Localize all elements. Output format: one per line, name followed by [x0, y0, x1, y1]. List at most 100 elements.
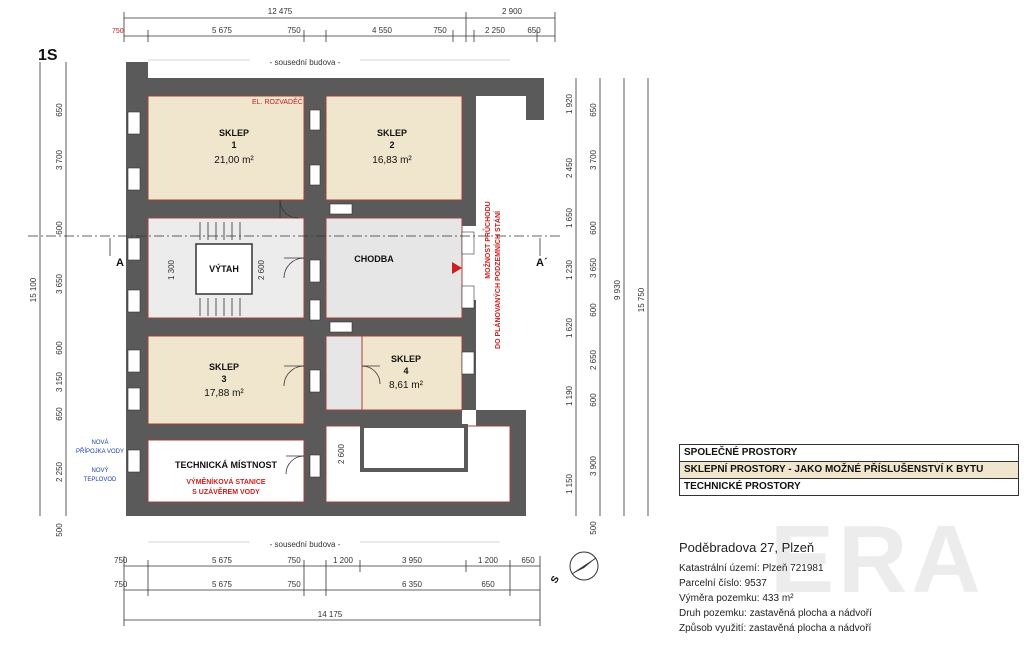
dim-bot2-4: 650: [481, 580, 495, 589]
dim-bot2-3: 6 350: [402, 580, 423, 589]
info-line: Výměra pozemku: 433 m²: [679, 593, 794, 604]
dimension-top: [123, 12, 556, 42]
dim-left-4: 600: [55, 341, 64, 355]
info-line: Parcelní číslo: 9537: [679, 578, 767, 589]
door-swings: [279, 199, 381, 475]
north-label: S: [549, 574, 562, 586]
legend-item-spolecne: SPOLEČNÉ PROSTORY: [680, 445, 1018, 462]
room-chodba: [325, 217, 463, 319]
neighbor-label-top: - sousední budova -: [270, 58, 341, 67]
info-line: Katastrální území: Plzeň 721981: [679, 563, 824, 574]
dim-right-7: 3 900: [589, 455, 598, 476]
dim-right-0: 650: [589, 103, 598, 117]
property-info: Poděbradova 27, Plzeň Katastrální území:…: [679, 540, 872, 636]
sklep2-num: 2: [389, 140, 394, 150]
info-line: Způsob využití: zastavěná plocha a nádvo…: [679, 623, 872, 634]
section-mark-right: A´: [536, 257, 548, 269]
sklep2-area: 16,83 m²: [372, 155, 412, 166]
neighbor-label-bottom: - sousední budova -: [270, 540, 341, 549]
room-sklep-3: [147, 335, 305, 425]
wall-openings: [127, 109, 475, 478]
dim-top-1: 5 675: [212, 26, 233, 35]
dim-bot2-1: 5 675: [212, 580, 233, 589]
floor-label: 1S: [38, 47, 58, 64]
dim-bot1-0: 750: [114, 556, 128, 565]
technicka-label: TECHNICKÁ MÍSTNOST: [175, 460, 277, 470]
dim-bot2-0: 750: [114, 580, 128, 589]
room-sklep-1: [147, 95, 305, 201]
vytah-label: VÝTAH: [209, 263, 239, 274]
dim-rb-5: 1 190: [565, 385, 574, 406]
dim-bot-total: 14 175: [318, 610, 343, 619]
stairs: [199, 222, 241, 316]
room-corridor-small: [325, 335, 363, 411]
dim-rb-6: 1 150: [565, 473, 574, 494]
sklep4-area: 8,61 m²: [389, 380, 424, 391]
dim-top-4: 750: [433, 26, 447, 35]
note-el-rozvadec: EL. ROZVADĚČ: [252, 97, 303, 106]
section-mark-left: A: [116, 257, 124, 269]
sklep2-name: SKLEP: [377, 128, 407, 138]
dim-bot1-4: 3 950: [402, 556, 423, 565]
dim-left-6: 650: [55, 407, 64, 421]
dim-left-2: 600: [55, 221, 64, 235]
dim-top-6: 650: [527, 26, 541, 35]
dim-int-3: 2 600: [337, 443, 346, 464]
chodba-label: CHODBA: [354, 254, 394, 264]
dim-rb-1: 2 450: [565, 157, 574, 178]
dim-rb-4: 1 620: [565, 317, 574, 338]
room-sklep-4: [361, 335, 463, 411]
dim-right-6: 600: [589, 393, 598, 407]
dim-rb-0: 1 920: [565, 93, 574, 114]
note-nova-2: PŘÍPOJKA VODY: [76, 447, 124, 455]
note-moznost-2: DO PLÁNOVANÝCH PODZEMNÍCH STÁNÍ: [493, 210, 502, 349]
dim-right-total: 15 750: [637, 287, 646, 312]
note-nova-1: NOVÁ: [91, 439, 108, 446]
dim-left-3: 3 650: [55, 273, 64, 294]
dim-top-3: 4 550: [372, 26, 393, 35]
dim-top-2: 750: [287, 26, 301, 35]
dim-left-7: 2 250: [55, 461, 64, 482]
room-sklep-2: [325, 95, 463, 201]
dim-right-1: 3 700: [589, 149, 598, 170]
dim-bot1-3: 1 200: [333, 556, 354, 565]
dim-left-1: 3 700: [55, 149, 64, 170]
address: Poděbradova 27, Plzeň: [679, 540, 815, 555]
sklep1-num: 1: [231, 140, 236, 150]
dim-top-total-left: 12 475: [268, 7, 293, 16]
inner-partition: [360, 424, 468, 472]
dim-bot1-2: 750: [287, 556, 301, 565]
dim-bot2-2: 750: [287, 580, 301, 589]
dim-right-8: 500: [589, 521, 598, 535]
legend-item-sklepni: SKLEPNÍ PROSTORY - JAKO MOŽNÉ PŘÍSLUŠENS…: [680, 462, 1018, 479]
sklep1-name: SKLEP: [219, 128, 249, 138]
dim-int-1: 1 300: [167, 259, 176, 280]
info-line: Druh pozemku: zastavěná plocha a nádvoří: [679, 608, 872, 619]
north-arrow-icon: [569, 551, 599, 581]
sklep4-name: SKLEP: [391, 354, 421, 364]
dim-top-total-right: 2 900: [502, 7, 523, 16]
dim-right-5: 2 650: [589, 349, 598, 370]
note-novy-1: NOVÝ: [91, 467, 108, 474]
dim-right-sub: 9 930: [613, 279, 622, 300]
dim-right-4: 600: [589, 303, 598, 317]
dim-int-2: 2 600: [257, 259, 266, 280]
note-vymenikova-2: S UZÁVĚREM VODY: [192, 487, 260, 496]
room-technical-east: [325, 425, 511, 503]
dim-left-0: 650: [55, 103, 64, 117]
room-technicka: [147, 439, 305, 503]
dim-top-5: 2 250: [485, 26, 506, 35]
dim-bot1-5: 1 200: [478, 556, 499, 565]
sklep3-area: 17,88 m²: [204, 388, 244, 399]
sklep4-num: 4: [403, 366, 408, 376]
arrow-red: [452, 262, 462, 274]
dim-rb-3: 1 230: [565, 259, 574, 280]
dim-bot1-6: 650: [521, 556, 535, 565]
note-vymenikova-1: VÝMĚNÍKOVÁ STANICE: [186, 477, 266, 486]
dim-right-2: 600: [589, 221, 598, 235]
dim-top-0: 750: [112, 28, 124, 35]
legend-item-technicke: TECHNICKÉ PROSTORY: [684, 481, 801, 492]
sklep1-area: 21,00 m²: [214, 155, 254, 166]
room-vytah: [195, 243, 253, 295]
